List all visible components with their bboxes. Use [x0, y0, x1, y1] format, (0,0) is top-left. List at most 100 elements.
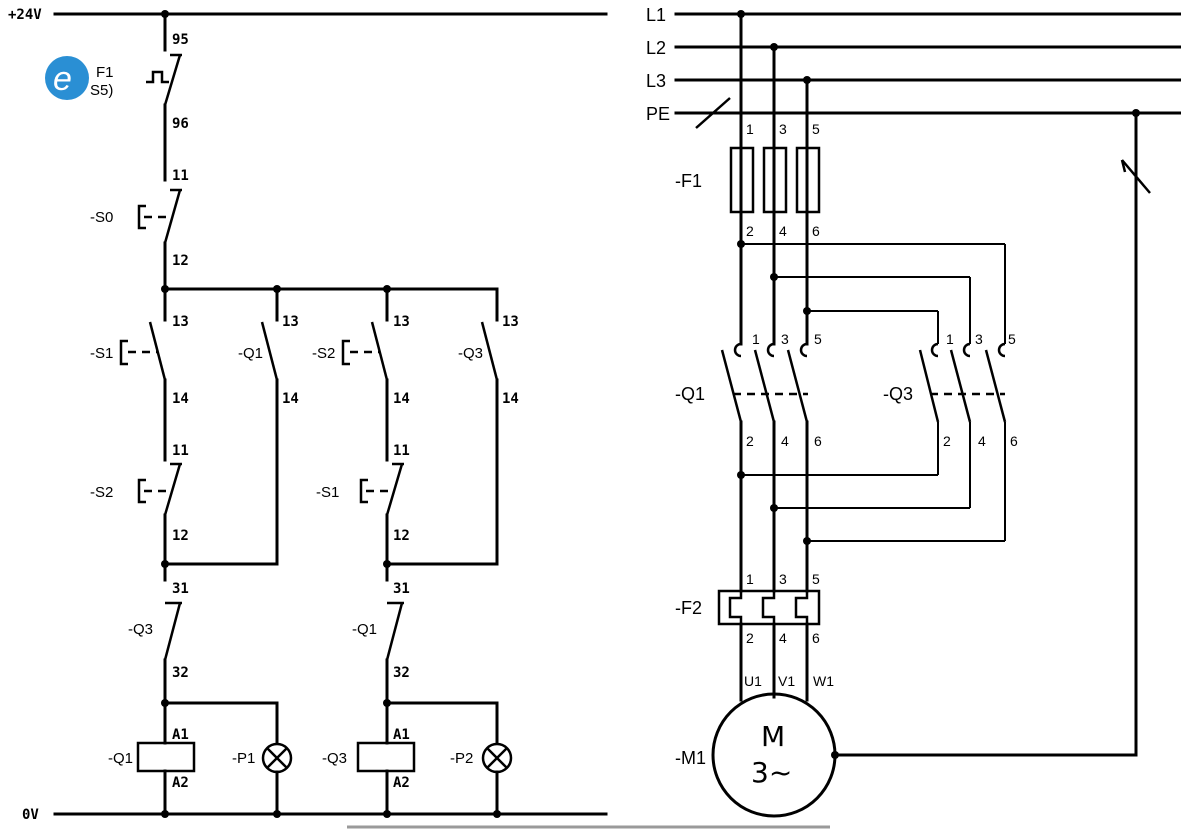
term-31-q1: 31	[393, 581, 410, 597]
svg-text:W1: W1	[813, 673, 834, 689]
term-13-q3: 13	[502, 314, 519, 330]
svg-text:3: 3	[781, 331, 789, 347]
control-circuit: +24V 0V e F1 S5) 95 96 11 -S0 12	[8, 7, 608, 823]
logo-circle	[45, 56, 89, 100]
svg-text:1: 1	[746, 121, 754, 137]
pushbutton-s2-nc	[137, 478, 146, 504]
s0-contact	[163, 189, 182, 244]
logo: e	[45, 56, 89, 100]
term-32: 32	[172, 665, 189, 681]
label-s1-nc: -S1	[316, 484, 339, 501]
svg-text:V1: V1	[778, 673, 795, 689]
term-11b: 11	[172, 443, 189, 459]
svg-text:6: 6	[812, 630, 820, 646]
label-pe: PE	[646, 104, 670, 124]
term-a1-q3: A1	[393, 727, 410, 743]
term-a2-q3: A2	[393, 775, 410, 791]
svg-text:1: 1	[946, 331, 954, 347]
svg-text:3: 3	[779, 571, 787, 587]
svg-text:5: 5	[812, 571, 820, 587]
svg-text:4: 4	[978, 433, 986, 449]
term-14-s2: 14	[393, 391, 410, 407]
svg-text:5: 5	[814, 331, 822, 347]
label-q3-coil: -Q3	[322, 750, 347, 767]
label-q1-hold: -Q1	[238, 345, 263, 362]
term-12b: 12	[172, 528, 189, 544]
label-q3-hold: -Q3	[458, 345, 483, 362]
svg-text:2: 2	[746, 630, 754, 646]
svg-text:3: 3	[779, 121, 787, 137]
svg-text:1: 1	[746, 571, 754, 587]
svg-text:2: 2	[943, 433, 951, 449]
term-95: 95	[172, 32, 189, 48]
q3-main-contacts: 1 3 5 -Q3 2 4 6	[883, 331, 1018, 449]
svg-text:1: 1	[752, 331, 760, 347]
term-13: 13	[172, 314, 189, 330]
term-31: 31	[172, 581, 189, 597]
thermal-symbol	[146, 70, 169, 84]
f1-nc-contact	[163, 54, 182, 106]
label-q3-nc: -Q3	[128, 621, 153, 638]
svg-text:4: 4	[779, 223, 787, 239]
label-f1-sub: S5)	[90, 82, 113, 99]
svg-text:5: 5	[1008, 331, 1016, 347]
label-q3: -Q3	[883, 384, 913, 404]
pe-slash	[695, 97, 731, 129]
label-m1: -M1	[675, 748, 706, 768]
motor-m1: M 3~ -M1	[675, 692, 837, 818]
motor-m: M	[761, 720, 785, 753]
label-0v: 0V	[22, 807, 39, 823]
term-a2: A2	[172, 775, 189, 791]
term-96: 96	[172, 116, 189, 132]
pushbutton-s1	[119, 339, 128, 366]
q3-hold-contact	[480, 321, 499, 381]
svg-text:5: 5	[812, 121, 820, 137]
term-32-q1: 32	[393, 665, 410, 681]
svg-text:U1: U1	[744, 673, 762, 689]
label-s0: -S0	[90, 209, 113, 226]
svg-text:2: 2	[746, 433, 754, 449]
label-q1: -Q1	[675, 384, 705, 404]
f2-overload: 1 3 5 -F2 2 4 6	[675, 571, 821, 646]
svg-text:6: 6	[814, 433, 822, 449]
svg-text:6: 6	[1010, 433, 1018, 449]
label-q1-coil: -Q1	[108, 750, 133, 767]
label-s2: -S2	[312, 345, 335, 362]
q3-coil	[356, 741, 416, 773]
label-l3: L3	[646, 71, 666, 91]
svg-text:4: 4	[779, 630, 787, 646]
s1-nc-contact	[385, 463, 404, 516]
label-l1: L1	[646, 5, 666, 25]
term-14: 14	[172, 391, 189, 407]
term-a1: A1	[172, 727, 189, 743]
term-11-s1: 11	[393, 443, 410, 459]
pushbutton-s1-nc	[359, 478, 368, 504]
label-s1: -S1	[90, 345, 113, 362]
label-l2: L2	[646, 38, 666, 58]
label-f2: -F2	[675, 598, 702, 618]
q1-coil	[136, 741, 196, 773]
svg-text:6: 6	[812, 223, 820, 239]
label-p1: -P1	[232, 750, 255, 767]
label-f1: -F1	[675, 171, 702, 191]
motor-icon	[711, 692, 837, 818]
logo-letter: e	[53, 60, 72, 98]
label-s2-nc: -S2	[90, 484, 113, 501]
label-q1-nc: -Q1	[352, 621, 377, 638]
svg-text:2: 2	[746, 223, 754, 239]
pushbutton-s0	[137, 204, 146, 230]
term-14-q1: 14	[282, 391, 299, 407]
term-13-s2: 13	[393, 314, 410, 330]
svg-text:4: 4	[781, 433, 789, 449]
label-f1-control: F1	[96, 64, 114, 81]
q1-main-contacts: 1 3 5 -Q1 2 4 6	[675, 331, 822, 449]
pushbutton-s2	[341, 339, 350, 366]
term-13-q1: 13	[282, 314, 299, 330]
s2-nc-contact	[163, 463, 182, 516]
q1-hold-contact	[260, 321, 279, 381]
term-14-q3: 14	[502, 391, 519, 407]
label-24v: +24V	[8, 7, 42, 23]
label-p2: -P2	[450, 750, 473, 767]
node	[161, 10, 169, 18]
